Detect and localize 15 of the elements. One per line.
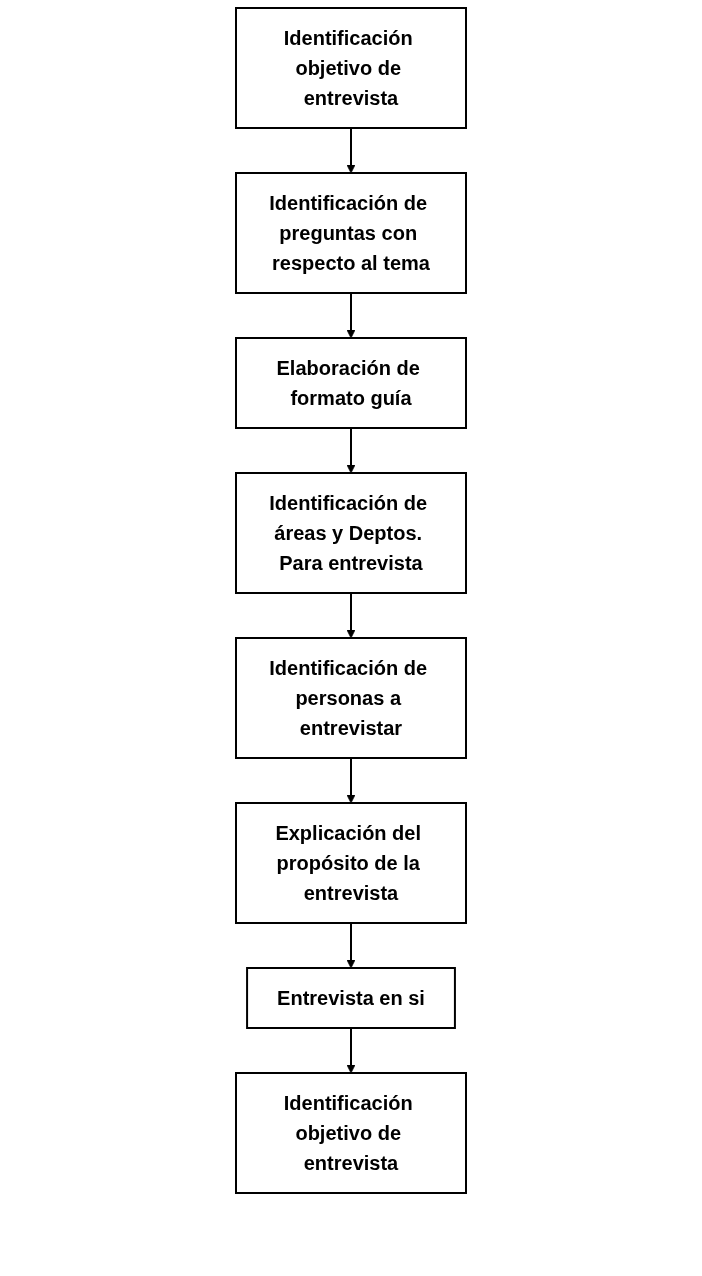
arrow bbox=[346, 592, 356, 639]
arrow bbox=[346, 1027, 356, 1074]
node-box: Elaboración de formato guía bbox=[235, 337, 467, 429]
arrow bbox=[346, 292, 356, 339]
node-box: Entrevista en si bbox=[246, 967, 456, 1029]
node-box: Identificación objetivo de entrevista bbox=[235, 1072, 467, 1194]
node-box: Identificación de áreas y Deptos. Para entrevista bbox=[235, 472, 467, 594]
node-box: Identificación objetivo de entrevista bbox=[235, 7, 467, 129]
node-box: Explicación del propósito de la entrevista bbox=[235, 802, 467, 924]
arrow bbox=[346, 757, 356, 804]
node-box: Identificación de preguntas con respecto al tema bbox=[235, 172, 467, 294]
node-box: Identificación de personas a entrevistar bbox=[235, 637, 467, 759]
arrow bbox=[346, 427, 356, 474]
arrow bbox=[346, 922, 356, 969]
arrow bbox=[346, 127, 356, 174]
